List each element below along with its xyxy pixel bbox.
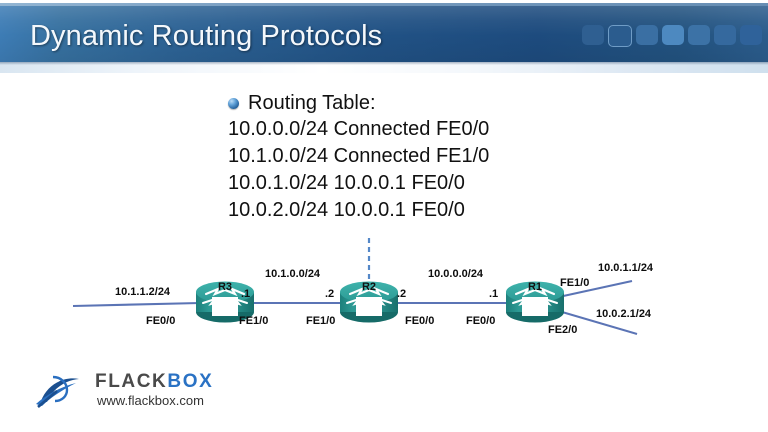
sphere-bullet-icon: [228, 97, 239, 109]
label-link-r3-r2: 10.1.0.0/24: [265, 268, 321, 280]
label-r1-left-iface: FE0/0: [466, 315, 496, 327]
logo-brand-first: FLACK: [95, 371, 168, 392]
routing-table-heading-row: Routing Table:: [228, 90, 558, 116]
label-r1-down-subnet: 10.0.2.1/24: [596, 308, 652, 320]
link-r3-left: [72, 301, 201, 308]
label-r2-right-ip: .2: [397, 288, 407, 300]
label-r1-down-iface: FE2/0: [548, 324, 578, 336]
label-r1-up-iface: FE1/0: [560, 277, 590, 289]
header-decoration-squares: [582, 25, 762, 47]
header-square: [636, 25, 658, 45]
page-title: Dynamic Routing Protocols: [30, 20, 383, 52]
header-square: [714, 25, 736, 45]
flackbox-logo: FLACKBOX www.flackbox.com: [33, 371, 213, 415]
routing-table-row: 10.1.0.0/24 Connected FE1/0: [228, 145, 490, 167]
router-label-r3: R3: [217, 281, 233, 293]
routing-table-heading: Routing Table:: [248, 91, 376, 114]
router-label-r1: R1: [527, 281, 543, 293]
header-square: [582, 25, 604, 45]
logo-brand-second: BOX: [167, 371, 214, 392]
header-square: [688, 25, 710, 45]
logo-url: www.flackbox.com: [97, 393, 204, 408]
header-top-line: [0, 3, 768, 6]
label-r2-left-iface: FE1/0: [306, 315, 336, 327]
label-r3-left-subnet: 10.1.1.2/24: [115, 286, 171, 298]
routing-table-row: 10.0.2.0/24 10.0.0.1 FE0/0: [228, 199, 465, 221]
header-square: [608, 25, 632, 47]
flackbox-wordmark: FLACKBOX: [95, 371, 213, 393]
flackbox-swoosh-icon: [36, 375, 79, 408]
label-r2-left-ip: .2: [325, 288, 335, 300]
label-r1-left-ip: .1: [489, 288, 499, 300]
header-square: [740, 25, 762, 45]
slide-header: Dynamic Routing Protocols: [0, 3, 768, 62]
label-r1-up-subnet: 10.0.1.1/24: [598, 262, 654, 274]
label-r2-right-iface: FE0/0: [405, 315, 435, 327]
routing-table-row: 10.0.0.0/24 Connected FE0/0: [228, 118, 490, 140]
header-square: [662, 25, 684, 45]
router-label-r2: R2: [361, 281, 377, 293]
routing-table-text-block: Routing Table: 10.0.0.0/24 Connected FE0…: [228, 90, 558, 224]
header-under-band: [0, 62, 768, 73]
label-r3-left-iface: FE0/0: [146, 315, 176, 327]
label-link-r2-r1: 10.0.0.0/24: [428, 268, 484, 280]
routing-table-row: 10.0.1.0/24 10.0.0.1 FE0/0: [228, 172, 465, 194]
header-under-band-shadow: [0, 62, 768, 65]
label-r3-right-iface: FE1/0: [239, 315, 269, 327]
label-r3-right-ip: .1: [241, 288, 251, 300]
